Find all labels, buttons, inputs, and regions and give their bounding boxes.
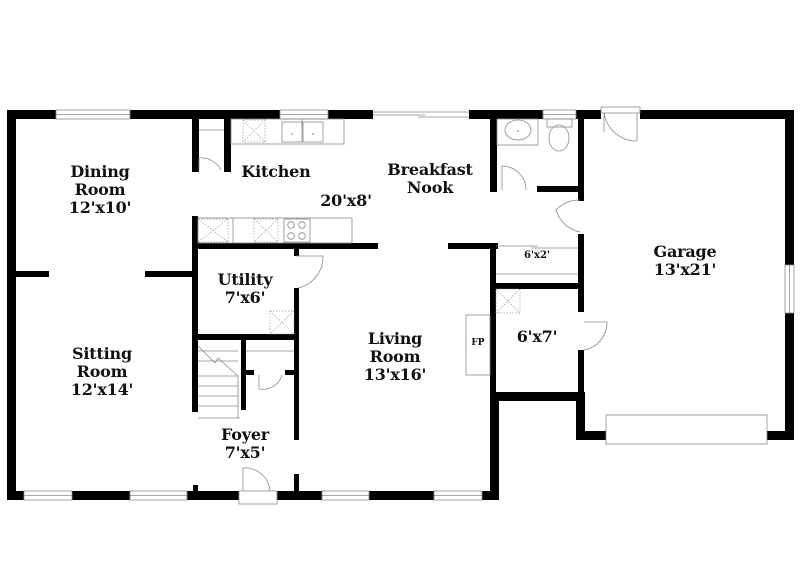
- sliding-door: [373, 111, 469, 118]
- stairs: [197, 345, 240, 419]
- room-label-closet: 6'x2': [524, 250, 550, 261]
- room-dimensions: 6'x7': [516, 327, 558, 346]
- room-dimensions: 6'x2': [523, 250, 551, 261]
- doors: [198, 106, 641, 505]
- room-name: Breakfast: [387, 160, 473, 179]
- room-name: Room: [74, 179, 126, 199]
- room-name: Room: [369, 346, 421, 366]
- room-name: Garage: [653, 242, 717, 261]
- room-dimensions: 13'x16': [363, 364, 427, 384]
- room-label-utility: Utility 7'x6': [218, 271, 273, 307]
- room-name: Room: [76, 361, 128, 381]
- water-heater: [269, 310, 295, 335]
- closet-doors: [496, 245, 578, 275]
- room-label-dining: Dining Room 12'x10': [68, 162, 132, 217]
- fireplace-label: FP: [471, 338, 484, 348]
- room-dimensions: 7'x5': [224, 442, 266, 462]
- room-label-foyer: Foyer 7'x5': [221, 426, 269, 462]
- room-dimensions: 7'x6': [224, 287, 266, 307]
- interior-walls: [7, 110, 584, 492]
- room-dimensions: 20'x8': [320, 191, 372, 210]
- room-dims-kitchen: 20'x8': [320, 192, 372, 210]
- exterior-walls: [7, 110, 794, 500]
- room-label-breakfast-nook: Breakfast Nook: [387, 160, 473, 197]
- fireplace-text: FP: [471, 338, 485, 348]
- room-name: Nook: [406, 177, 454, 197]
- room-name: Living: [367, 329, 423, 348]
- room-name: Kitchen: [241, 162, 311, 181]
- windows: [23, 109, 795, 501]
- room-label-kitchen: Kitchen: [241, 163, 310, 181]
- room-name: Utility: [217, 270, 273, 289]
- fireplace: [465, 314, 491, 376]
- bath-fixtures: [496, 118, 573, 152]
- room-label-storage: 6'x7': [517, 328, 558, 346]
- room-dimensions: 12'x10': [68, 197, 132, 217]
- storage-fixture: [495, 288, 521, 314]
- room-dimensions: 13'x21': [653, 259, 717, 279]
- room-label-garage: Garage 13'x21': [654, 243, 717, 279]
- room-dimensions: 12'x14': [70, 379, 134, 399]
- room-name: Sitting: [72, 344, 132, 363]
- room-name: Dining: [70, 162, 130, 181]
- room-label-living: Living Room 13'x16': [363, 329, 427, 384]
- garage-door: [605, 414, 768, 445]
- kitchen-fixtures: [197, 118, 353, 244]
- room-label-sitting: Sitting Room 12'x14': [70, 344, 134, 399]
- room-name: Foyer: [220, 425, 270, 444]
